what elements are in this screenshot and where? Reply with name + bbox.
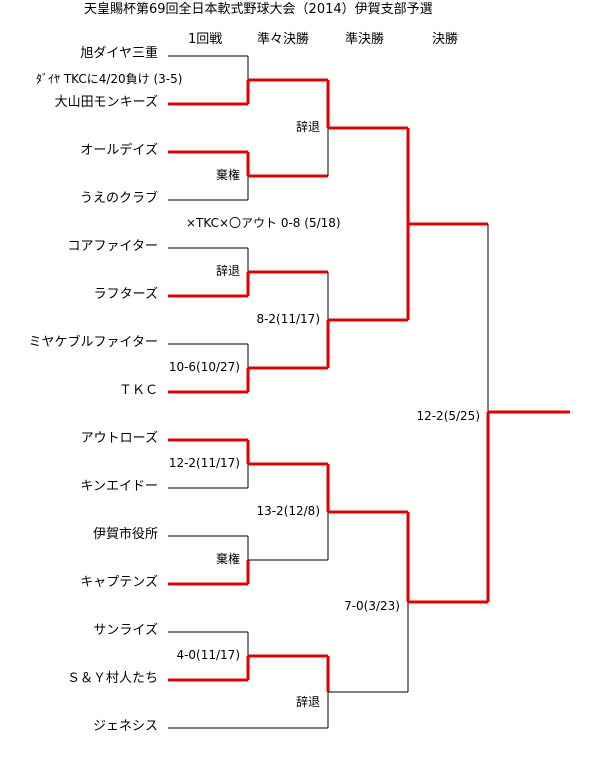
team-name: アウトローズ [80,431,158,446]
team-name: Ｓ＆Ｙ村人たち [66,671,158,686]
match-result-qf-2: 8-2(11/17) [256,312,320,326]
match-result-qf-1: 辞退 [295,120,320,134]
team-name: サンライズ [93,623,158,638]
match-result-sf-2: 7-0(3/23) [344,599,400,613]
match-result-final: 12-2(5/25) [416,409,480,423]
match-result-sf-1: ×TKC×〇アウト 0-8 (5/18) [186,216,341,230]
team-name: キャプテンズ [80,575,158,590]
team-name: ラフターズ [93,287,158,302]
round-header-3: 準決勝 [345,32,385,47]
match-result-r1-4: 10-6(10/27) [168,360,240,374]
round-header-2: 準々決勝 [257,32,310,47]
match-result-qf-4: 辞退 [295,695,320,709]
match-result-r1-6: 棄権 [215,552,240,566]
team-name: ミヤケブルファイター [28,335,158,350]
page-title: 天皇賜杯第69回全日本軟式野球大会（2014）伊賀支部予選 [84,2,433,17]
match-result-r1-3: 辞退 [215,264,240,278]
round-header-4: 決勝 [432,32,459,47]
team-name: 旭ダイヤ三重 [80,46,158,61]
team-name: うえのクラブ [79,191,158,206]
match-result-r1-7: 4-0(11/17) [176,648,240,662]
match-result-qf-3: 13-2(12/8) [256,504,320,518]
team-name: 伊賀市役所 [92,527,158,542]
team-name: ＴＫＣ [118,383,158,398]
team-name: キンエイドー [80,479,158,494]
match-result-r1-2: 棄権 [215,168,240,182]
team-name: ジェネシス [92,719,158,734]
team-name: コアファイター [67,239,158,254]
match-result-r1-1: ﾀﾞｲﾔ TKCに4/20負け (3-5) [36,72,183,86]
team-name: 大山田モンキーズ [54,95,158,110]
team-name: オールデイズ [80,143,158,158]
round-header-1: 1回戦 [188,32,223,47]
match-result-r1-5: 12-2(11/17) [168,456,240,470]
